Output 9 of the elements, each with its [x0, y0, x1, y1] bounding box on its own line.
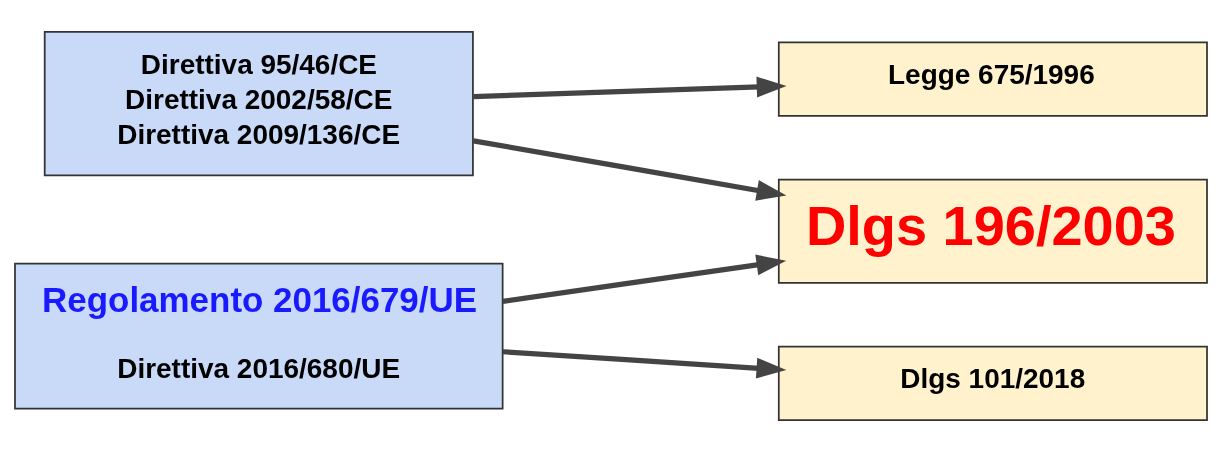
- arrow: [502, 254, 787, 304]
- node-box: Dlgs 196/2003: [777, 178, 1208, 284]
- node-box: Regolamento 2016/679/UE Direttiva 2016/680/UE: [14, 262, 504, 410]
- node-box: Legge 675/1996: [777, 41, 1208, 117]
- arrow: [472, 138, 787, 201]
- node-box: Direttiva 95/46/CE Direttiva 2002/58/CE Direttiva 2009/136/CE: [43, 31, 474, 177]
- arrow: [502, 349, 787, 379]
- node-box: Dlgs 101/2018: [777, 345, 1208, 421]
- arrow: [473, 76, 787, 100]
